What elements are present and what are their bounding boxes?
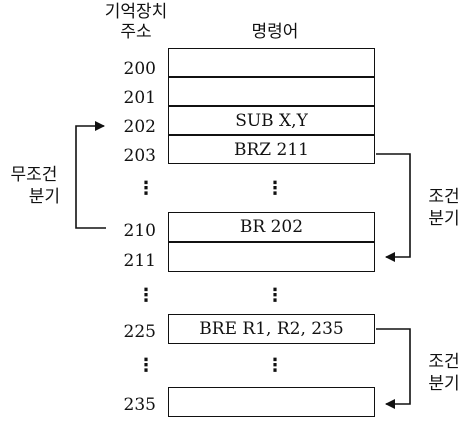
memory-cell-210: BR 202 bbox=[168, 212, 375, 242]
unconditional-branch-label: 무조건 분기 bbox=[4, 164, 64, 208]
instruction-ellipsis-1: ⋮ bbox=[266, 178, 284, 199]
memory-cell-235 bbox=[168, 387, 375, 417]
address-210: 210 bbox=[123, 221, 156, 241]
unconditional-branch-arrow bbox=[75, 121, 106, 229]
conditional-label-2-line2: 분기 bbox=[428, 374, 460, 394]
instruction-ellipsis-2: ⋮ bbox=[266, 285, 284, 306]
memory-cell-225: BRE R1, R2, 235 bbox=[168, 314, 375, 344]
address-202: 202 bbox=[123, 117, 156, 137]
address-ellipsis-3: ⋮ bbox=[137, 355, 155, 376]
address-ellipsis-2: ⋮ bbox=[137, 285, 155, 306]
address-header-line1: 기억장치 bbox=[104, 2, 168, 22]
unconditional-label-line1: 무조건 bbox=[10, 165, 58, 185]
address-column-header: 기억장치 주소 bbox=[96, 2, 176, 42]
instruction-column-header: 명령어 bbox=[251, 22, 299, 42]
address-ellipsis-1: ⋮ bbox=[137, 178, 155, 199]
memory-cell-200 bbox=[168, 48, 375, 77]
conditional-branch-arrow-1 bbox=[376, 153, 411, 262]
address-203: 203 bbox=[123, 146, 156, 166]
memory-cell-211 bbox=[168, 242, 375, 272]
unconditional-label-line2: 분기 bbox=[28, 187, 60, 207]
address-235: 235 bbox=[123, 395, 156, 415]
address-201: 201 bbox=[123, 88, 156, 108]
conditional-label-2-line1: 조건 bbox=[428, 352, 460, 372]
conditional-label-1-line1: 조건 bbox=[428, 187, 460, 207]
instruction-225: BRE R1, R2, 235 bbox=[199, 319, 344, 339]
instruction-203: BRZ 211 bbox=[234, 139, 309, 160]
instruction-ellipsis-3: ⋮ bbox=[266, 355, 284, 376]
address-header-line2: 주소 bbox=[120, 22, 152, 42]
conditional-label-1-line2: 분기 bbox=[428, 209, 460, 229]
memory-cell-202: SUB X,Y bbox=[168, 106, 375, 135]
address-211: 211 bbox=[123, 251, 156, 271]
address-225: 225 bbox=[123, 322, 156, 342]
conditional-branch-label-1: 조건 분기 bbox=[420, 186, 468, 230]
address-200: 200 bbox=[123, 59, 156, 79]
instruction-202: SUB X,Y bbox=[235, 110, 308, 131]
conditional-branch-label-2: 조건 분기 bbox=[420, 351, 468, 395]
conditional-branch-arrow-2 bbox=[376, 328, 411, 409]
memory-cell-201 bbox=[168, 77, 375, 106]
instruction-210: BR 202 bbox=[239, 217, 304, 237]
memory-cell-203: BRZ 211 bbox=[168, 135, 375, 164]
